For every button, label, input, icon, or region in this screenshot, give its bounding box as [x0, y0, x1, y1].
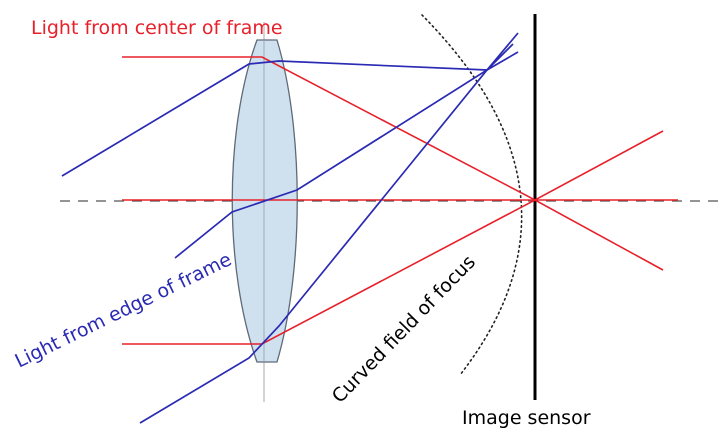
edge-ray-bottom [139, 43, 514, 424]
center-rays [122, 56, 678, 345]
edge-ray-middle [174, 32, 519, 259]
edge-rays [61, 32, 519, 424]
image-sensor-label: Image sensor [462, 407, 591, 429]
edge-ray-top [61, 51, 519, 177]
center-ray-top [122, 56, 664, 201]
curved-field-of-focus-arc [421, 14, 523, 376]
center-ray-bottom [122, 199, 664, 345]
edge-light-label: Light from edge of frame [12, 248, 236, 372]
curved-field-label: Curved field of focus [328, 251, 480, 407]
center-light-label: Light from center of frame [31, 17, 283, 39]
